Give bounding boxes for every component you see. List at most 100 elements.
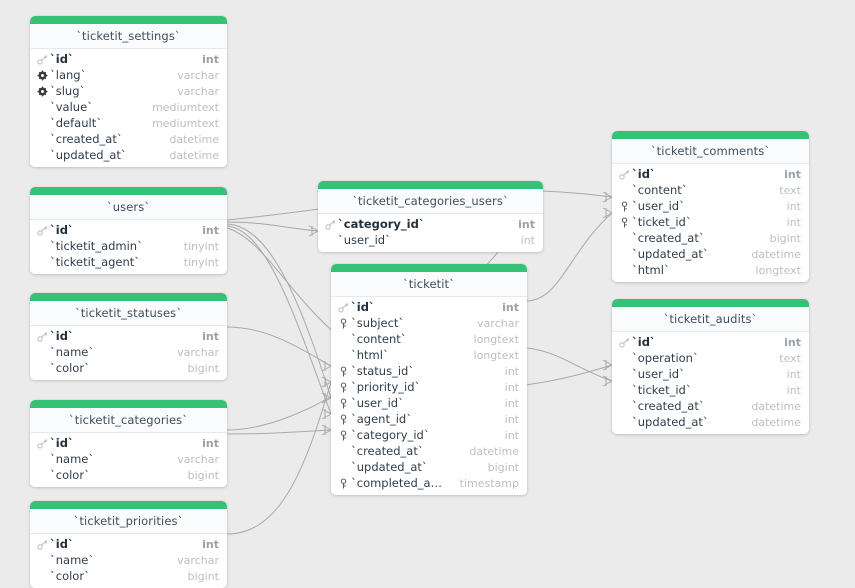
column-row[interactable]: `name`varchar — [30, 552, 227, 568]
column-row[interactable]: `id`int — [612, 166, 809, 182]
table-node-ticketit_categories[interactable]: `ticketit_categories` `id`int`name`varch… — [30, 400, 227, 487]
column-type: int — [518, 218, 535, 231]
column-row[interactable]: `color`bigint — [30, 467, 227, 483]
column-row[interactable]: `user_id`int — [318, 232, 543, 248]
column-row[interactable]: `created_at`datetime — [331, 443, 527, 459]
column-icon-none — [618, 184, 631, 197]
column-row[interactable]: `user_id`int — [331, 395, 527, 411]
index-key-icon — [337, 317, 350, 330]
column-row[interactable]: `status_id`int — [331, 363, 527, 379]
column-row[interactable]: `id`int — [30, 435, 227, 451]
table-header-bar — [30, 400, 227, 408]
column-row[interactable]: `created_at`datetime — [30, 131, 227, 147]
column-row[interactable]: `color`bigint — [30, 568, 227, 584]
column-type: int — [521, 234, 535, 247]
table-header-bar — [318, 181, 543, 189]
column-row[interactable]: `updated_at`bigint — [331, 459, 527, 475]
table-node-ticketit_statuses[interactable]: `ticketit_statuses` `id`int`name`varchar… — [30, 293, 227, 380]
column-row[interactable]: `content`longtext — [331, 331, 527, 347]
column-icon-none — [324, 234, 337, 247]
column-name: `created_at` — [632, 231, 756, 245]
table-title-users: `users` — [30, 195, 227, 220]
index-key-icon — [337, 413, 350, 426]
column-type: varchar — [177, 346, 219, 359]
column-row[interactable]: `default`mediumtext — [30, 115, 227, 131]
column-row[interactable]: `content`text — [612, 182, 809, 198]
column-name: `id` — [632, 167, 770, 181]
column-row[interactable]: `value`mediumtext — [30, 99, 227, 115]
column-row[interactable]: `name`varchar — [30, 344, 227, 360]
table-node-ticketit_settings[interactable]: `ticketit_settings` `id`int`lang`varchar… — [30, 16, 227, 167]
column-row[interactable]: `html`longtext — [612, 262, 809, 278]
column-icon-none — [36, 240, 49, 253]
key-icon — [36, 538, 49, 551]
table-header-bar — [30, 293, 227, 301]
edge-users-to-ticketit-user — [227, 224, 331, 398]
column-row[interactable]: `category_id`int — [331, 427, 527, 443]
column-row[interactable]: `lang`varchar — [30, 67, 227, 83]
column-row[interactable]: `created_at`bigint — [612, 230, 809, 246]
column-icon-none — [36, 133, 49, 146]
column-name: `content` — [351, 332, 460, 346]
table-header-bar — [612, 131, 809, 139]
column-row[interactable]: `priority_id`int — [331, 379, 527, 395]
column-type: varchar — [477, 317, 519, 330]
column-type: varchar — [177, 554, 219, 567]
column-row[interactable]: `id`int — [30, 222, 227, 238]
column-row[interactable]: `user_id`int — [612, 198, 809, 214]
index-key-icon — [338, 398, 349, 409]
column-row[interactable]: `color`bigint — [30, 360, 227, 376]
column-name: `completed_a… — [351, 476, 446, 490]
table-node-users[interactable]: `users` `id`int`ticketit_admin`tinyint`t… — [30, 187, 227, 274]
column-row[interactable]: `completed_a…timestamp — [331, 475, 527, 491]
column-type: int — [505, 381, 519, 394]
key-icon — [37, 331, 48, 342]
column-name: `ticketit_admin` — [50, 239, 170, 253]
column-icon-none — [618, 400, 631, 413]
column-row[interactable]: `updated_at`datetime — [612, 246, 809, 262]
column-type: bigint — [188, 469, 219, 482]
column-row[interactable]: `id`int — [30, 328, 227, 344]
column-row[interactable]: `created_at`datetime — [612, 398, 809, 414]
column-row[interactable]: `category_id`int — [318, 216, 543, 232]
column-row[interactable]: `id`int — [612, 334, 809, 350]
column-row[interactable]: `html`longtext — [331, 347, 527, 363]
table-node-ticketit_categories_users[interactable]: `ticketit_categories_users` `category_id… — [318, 181, 543, 252]
column-type: text — [779, 352, 801, 365]
column-row[interactable]: `updated_at`datetime — [612, 414, 809, 430]
column-row[interactable]: `ticket_id`int — [612, 214, 809, 230]
column-row[interactable]: `subject`varchar — [331, 315, 527, 331]
column-name: `id` — [351, 300, 488, 314]
column-row[interactable]: `id`int — [30, 51, 227, 67]
column-type: longtext — [756, 264, 801, 277]
column-type: varchar — [177, 85, 219, 98]
table-header-bar — [30, 16, 227, 24]
column-row[interactable]: `updated_at`datetime — [30, 147, 227, 163]
table-node-ticketit_priorities[interactable]: `ticketit_priorities` `id`int`name`varch… — [30, 501, 227, 588]
index-key-icon — [337, 397, 350, 410]
column-name: `color` — [50, 569, 174, 583]
column-type: datetime — [751, 416, 801, 429]
column-type: int — [787, 384, 801, 397]
column-row[interactable]: `ticket_id`int — [612, 382, 809, 398]
table-node-ticketit_comments[interactable]: `ticketit_comments` `id`int`content`text… — [612, 131, 809, 282]
column-row[interactable]: `user_id`int — [612, 366, 809, 382]
column-type: int — [787, 368, 801, 381]
column-row[interactable]: `ticketit_agent`tinyint — [30, 254, 227, 270]
column-type: tinyint — [184, 256, 219, 269]
column-row[interactable]: `ticketit_admin`tinyint — [30, 238, 227, 254]
table-node-ticketit[interactable]: `ticketit` `id`int`subject`varchar`conte… — [331, 264, 527, 495]
column-row[interactable]: `id`int — [30, 536, 227, 552]
column-name: `agent_id` — [351, 412, 491, 426]
table-node-ticketit_audits[interactable]: `ticketit_audits` `id`int`operation`text… — [612, 299, 809, 434]
column-type: varchar — [177, 453, 219, 466]
column-row[interactable]: `id`int — [331, 299, 527, 315]
column-row[interactable]: `agent_id`int — [331, 411, 527, 427]
column-row[interactable]: `name`varchar — [30, 451, 227, 467]
column-name: `id` — [50, 436, 188, 450]
index-key-icon — [338, 382, 349, 393]
index-key-icon — [338, 366, 349, 377]
column-row[interactable]: `slug`varchar — [30, 83, 227, 99]
column-row[interactable]: `operation`text — [612, 350, 809, 366]
